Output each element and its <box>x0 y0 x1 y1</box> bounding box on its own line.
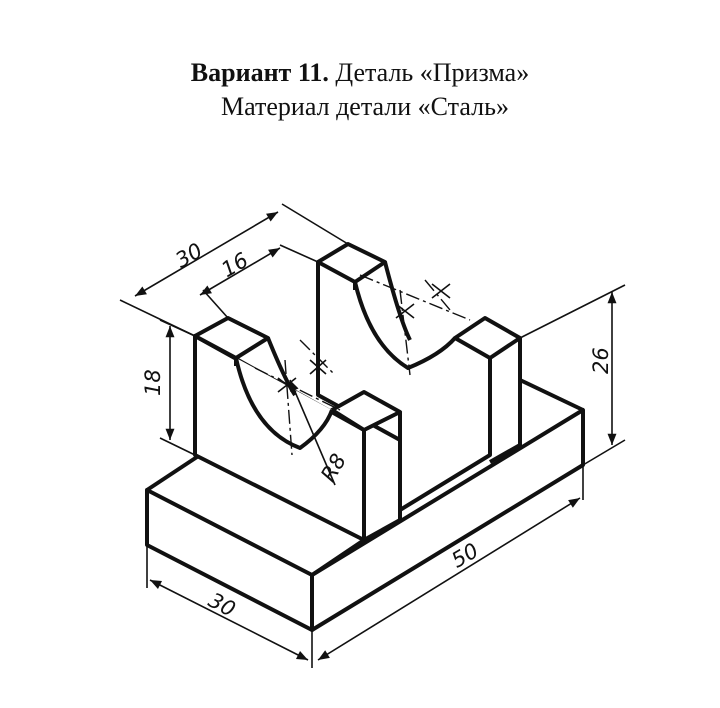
dim-line-bottom-30 <box>149 579 309 661</box>
radius-leader <box>289 379 336 486</box>
left-saddle-inner <box>266 337 297 397</box>
center-crosses <box>277 283 451 393</box>
right-fin <box>519 378 584 412</box>
left-saddle-curve <box>234 357 334 450</box>
part-title: Деталь «Призма» <box>335 58 530 87</box>
right-block-side <box>489 338 522 464</box>
right-pad-top-2 <box>453 316 522 360</box>
dim-line-top-30 <box>134 211 279 297</box>
dimension-lines <box>119 203 626 668</box>
dim-top-30: 30 <box>171 238 206 272</box>
material-line: Материал детали «Сталь» <box>221 92 509 121</box>
right-saddle-inner <box>383 261 412 341</box>
dim-16: 16 <box>217 248 252 282</box>
dim-bottom-30: 30 <box>204 588 239 622</box>
variant-label: Вариант 11. <box>190 58 329 87</box>
base-top-edge-left <box>145 453 202 492</box>
title-line: Вариант 11. Деталь «Призма» <box>0 56 720 90</box>
dim-18: 18 <box>141 369 165 396</box>
right-saddle-curve <box>353 281 457 370</box>
center-lines <box>254 274 471 456</box>
right-pad-top <box>316 242 387 284</box>
dim-26: 26 <box>589 347 613 374</box>
dim-line-16 <box>199 247 281 296</box>
dim-line-50 <box>317 497 581 661</box>
title-block: Вариант 11. Деталь «Призма» Материал дет… <box>0 56 720 124</box>
left-block <box>193 316 402 577</box>
